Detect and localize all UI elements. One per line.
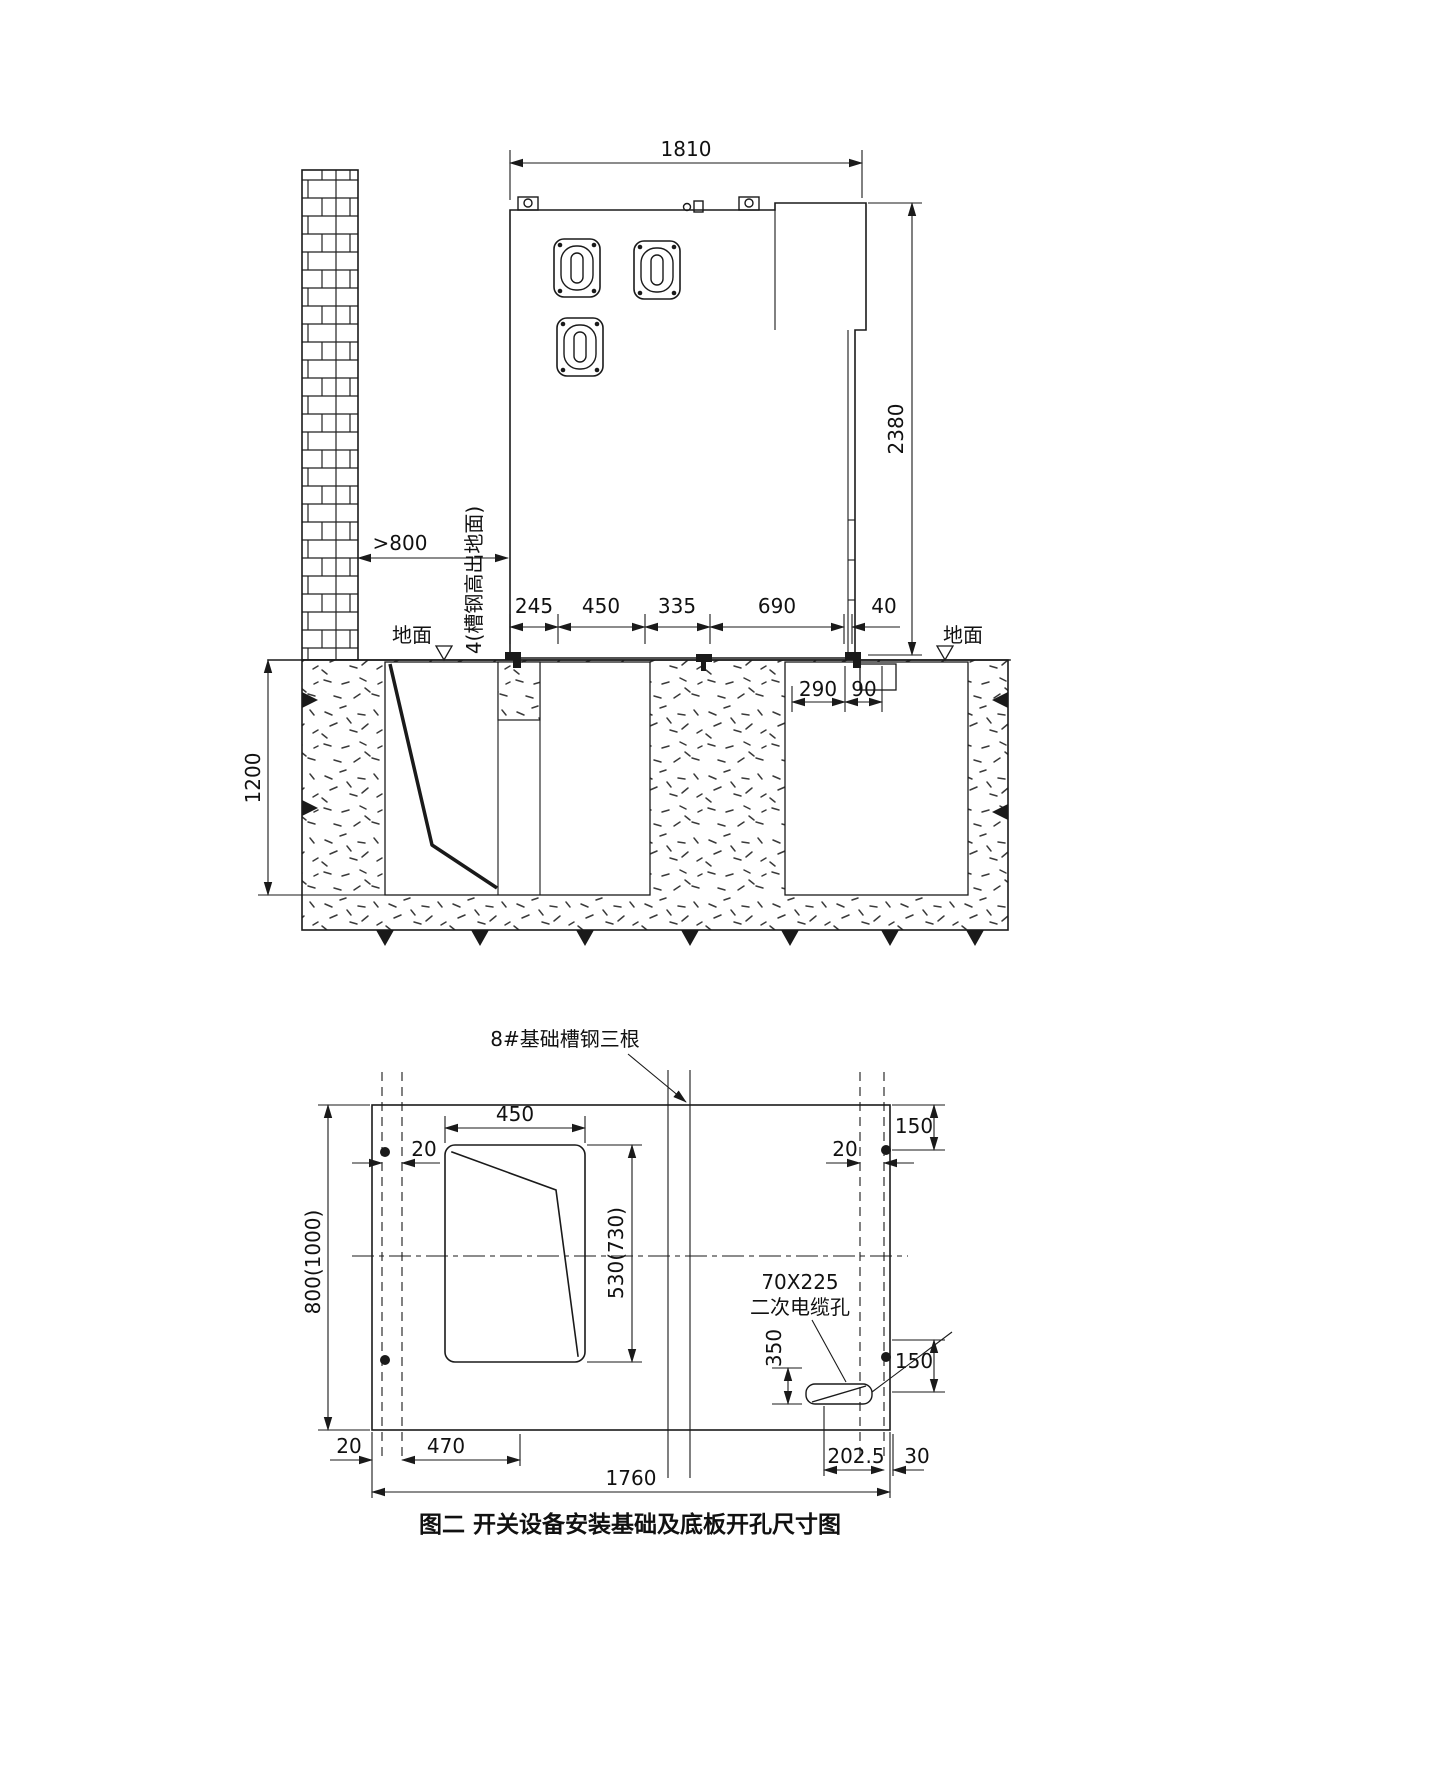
- foundation-section: [301, 659, 1009, 931]
- dim-335: 335: [658, 594, 696, 618]
- dim-pit-depth: 1200: [241, 753, 265, 804]
- dim-470: 470: [427, 1434, 465, 1458]
- dim-2380: 2380: [884, 404, 908, 455]
- cable-run: [388, 663, 498, 890]
- dim-245: 245: [515, 594, 553, 618]
- lifting-lug-left: [517, 196, 539, 211]
- main-cable-opening: [444, 1144, 586, 1363]
- dim-150-top-lines: [892, 1104, 945, 1151]
- dim-1810: 1810: [661, 137, 712, 161]
- dim-bottom-segments-lines: [509, 614, 900, 644]
- dim-opening-height: 530(730): [604, 1207, 628, 1299]
- label-cable-hole-size: 70X225: [761, 1270, 838, 1294]
- cable-seal-plate-3: [556, 317, 604, 377]
- lifting-lug-right: [738, 196, 760, 211]
- elevation-view: 地面 地面 1810 2380 >800 4(槽钢高出地面): [241, 137, 1011, 946]
- dim-150-top: 150: [895, 1114, 933, 1138]
- bolt-dots: [380, 1145, 891, 1365]
- cable-duct-box: [859, 663, 897, 691]
- channel-steel-middle: [667, 1070, 691, 1478]
- dim-290-90-lines: [791, 666, 883, 712]
- label-channel-steel: 8#基础槽钢三根: [490, 1027, 639, 1051]
- dim-690: 690: [758, 594, 796, 618]
- dim-2380-lines: [868, 202, 922, 656]
- embedded-channel-block: [497, 661, 541, 721]
- cable-seal-plate-1: [553, 238, 601, 298]
- ground-level-icon: [935, 645, 955, 662]
- ground-label-right: 地面: [943, 623, 983, 647]
- channel-steel-sides: [381, 1072, 885, 1462]
- dim-1810-lines: [509, 150, 863, 200]
- plan-view: 8#基础槽钢三根: [301, 1027, 953, 1498]
- dim-450-elev: 450: [582, 594, 620, 618]
- dim-150-bottom-lines: [892, 1339, 945, 1393]
- hinge-detail: [682, 200, 704, 213]
- dim-20-right: 20: [832, 1137, 857, 1161]
- dim-plate-width: 1760: [606, 1466, 657, 1490]
- dim-40: 40: [871, 594, 896, 618]
- ground-label-left: 地面: [392, 623, 432, 647]
- dim-20-left: 20: [411, 1137, 436, 1161]
- dim-20-bottom: 20: [336, 1434, 361, 1458]
- dim-530-lines: [587, 1144, 642, 1363]
- dim-wall-gap: >800: [373, 531, 428, 555]
- dim-30: 30: [904, 1444, 929, 1468]
- brick-wall: [301, 169, 359, 661]
- dim-350-lines: [772, 1367, 802, 1405]
- dim-opening-width: 450: [496, 1102, 534, 1126]
- dim-150-bottom: 150: [895, 1349, 933, 1373]
- dim-bottom-lines: [330, 1406, 924, 1498]
- dim-1200-lines: [258, 659, 385, 896]
- secondary-cable-hole: [805, 1319, 953, 1405]
- dim-cable-hole-offset: 350: [762, 1329, 786, 1367]
- dim-202-5: 202.5: [827, 1444, 884, 1468]
- dim-800-lines: [318, 1104, 370, 1431]
- cabinet-outline: [509, 202, 867, 659]
- dim-plate-depth: 800(1000): [301, 1210, 325, 1315]
- cable-seal-plate-2: [633, 240, 681, 300]
- label-channel-height: 4(槽钢高出地面): [462, 506, 486, 654]
- figure-caption: 图二 开关设备安装基础及底板开孔尺寸图: [419, 1511, 841, 1538]
- anchor-triangles: [302, 692, 1008, 946]
- dim-90: 90: [851, 677, 876, 701]
- dim-450-lines: [444, 1116, 586, 1143]
- dim-290: 290: [799, 677, 837, 701]
- base-plate: [371, 1104, 891, 1431]
- channel-steel-leader: [627, 1053, 687, 1103]
- ground-level-icon: [434, 645, 454, 662]
- label-cable-hole-name: 二次电缆孔: [750, 1295, 850, 1319]
